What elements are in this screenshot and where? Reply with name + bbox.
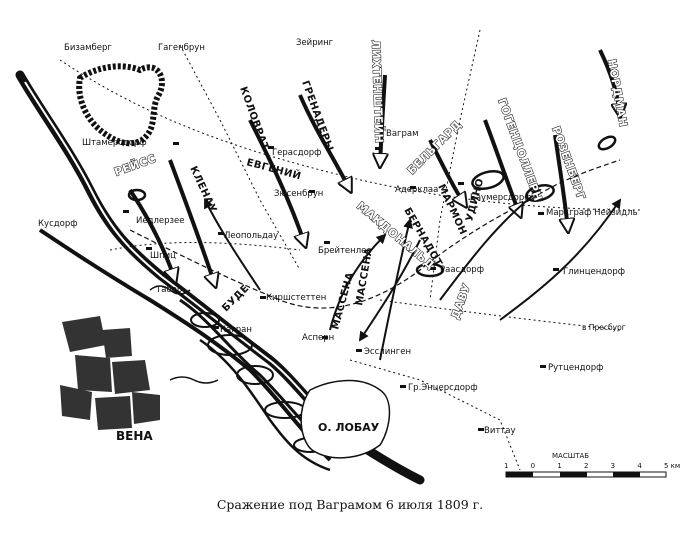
army-grenadiers: ГРЕНАДЕРЫ xyxy=(299,79,335,153)
label-gerasdorf: Герасдорф xyxy=(272,148,321,158)
label-essling: Эсслинген xyxy=(364,347,411,357)
army-nordmann: НОРДМАН xyxy=(605,58,630,128)
label-spitz: Шпиц xyxy=(150,251,176,261)
label-jedlersee: Иедлерзее xyxy=(136,216,185,226)
label-vienna: ВЕНА xyxy=(116,429,153,443)
scale-tick-label: 5 км xyxy=(664,462,680,470)
label-rutzendorf: Рутцендорф xyxy=(548,363,603,373)
label-suessenbrunn: Зюсенбрун xyxy=(274,189,323,199)
army-liechtenstein: ЛИХТЕНШТЕЙН xyxy=(369,40,386,144)
army-hohenzollern: ГОГЕНЦОЛЛЕРН xyxy=(495,97,544,204)
label-wittau: Виттау xyxy=(484,426,516,436)
corps-marmont: МАРМОН xyxy=(435,183,468,237)
corps-massena-1: МАССЕНА xyxy=(330,271,356,331)
label-baumersdorf: Баумерсдорф xyxy=(470,193,532,203)
army-rosenberg: РОЗЕНБЕРГ xyxy=(549,125,588,202)
label-glinzendorf: Глинцендорф xyxy=(563,267,625,277)
scale-tick-label: 0 xyxy=(531,462,535,470)
army-bellegarde: БЕЛЬГАРД xyxy=(405,118,464,177)
scale-title: МАСШТАБ xyxy=(552,452,589,460)
bisamberg-hill xyxy=(76,63,165,147)
corps-boudet: БУДЕ xyxy=(220,283,251,314)
scale-tick-label: 1 xyxy=(557,462,561,470)
army-klenau: КЛЕНАУ xyxy=(187,165,218,215)
scale-tick-label: 3 xyxy=(611,462,615,470)
label-to-pressburg: в Пресбург xyxy=(582,323,626,332)
army-labels: РЕЙСС КЛЕНАУ КОЛОВРАТ ГРЕНАДЕРЫ ЛИХТЕНШТ… xyxy=(112,39,630,331)
french-arrows xyxy=(204,188,622,361)
label-wagram: Ваграм xyxy=(386,129,419,139)
label-raasdorf: Раасдорф xyxy=(440,265,484,275)
lobau-island xyxy=(300,379,391,459)
roads xyxy=(59,29,641,471)
scale-tick-label: 2 xyxy=(584,462,588,470)
front-line xyxy=(129,159,621,309)
label-hagenbrunn: Гагенбрун xyxy=(158,43,205,53)
vienna-city xyxy=(60,316,160,430)
label-lobau: О. ЛОБАУ xyxy=(318,421,380,434)
village-markers xyxy=(123,142,559,431)
label-markgraf-neusiedl: Маркграф Нейзидль xyxy=(546,208,638,218)
army-reuss: РЕЙСС xyxy=(113,152,158,179)
scale-tick-label: 4 xyxy=(637,462,642,470)
label-kagran: Кагран xyxy=(220,325,252,335)
label-stammersdorf: Штамерсдорф xyxy=(82,138,147,148)
cavalry-ovals xyxy=(127,135,617,278)
label-breitenlee: Брейтенлее xyxy=(318,246,372,256)
label-aderklaa: Адерклаа xyxy=(395,185,438,195)
label-kusdorf: Кусдорф xyxy=(38,219,77,229)
label-bisamberg: Бизамберг xyxy=(64,43,112,53)
label-gr-enzersdorf: Гр.Энцерсдорф xyxy=(408,383,478,393)
map-caption: Сражение под Ваграмом 6 июля 1809 г. xyxy=(216,497,484,512)
army-kolowrat: КОЛОВРАТ xyxy=(237,85,270,152)
label-tabor: Табор xyxy=(155,285,182,295)
scale-tick-label: 1 xyxy=(504,462,508,470)
scale-bar: МАСШТАБ 1 0 1 2 3 4 5 км xyxy=(504,452,680,478)
label-aspern: Асперн xyxy=(302,333,334,343)
label-leopoldau: Леопольдау xyxy=(224,231,278,241)
corps-eugene: ЕВГЕНИЙ xyxy=(245,155,303,182)
place-labels: Бизамберг Гагенбрун Зейринг Штамерсдорф … xyxy=(38,38,638,443)
label-seyring: Зейринг xyxy=(296,38,334,48)
corps-davout: ДАВУ xyxy=(449,282,474,321)
label-kirschstetten: Киршстеттен xyxy=(266,293,326,303)
